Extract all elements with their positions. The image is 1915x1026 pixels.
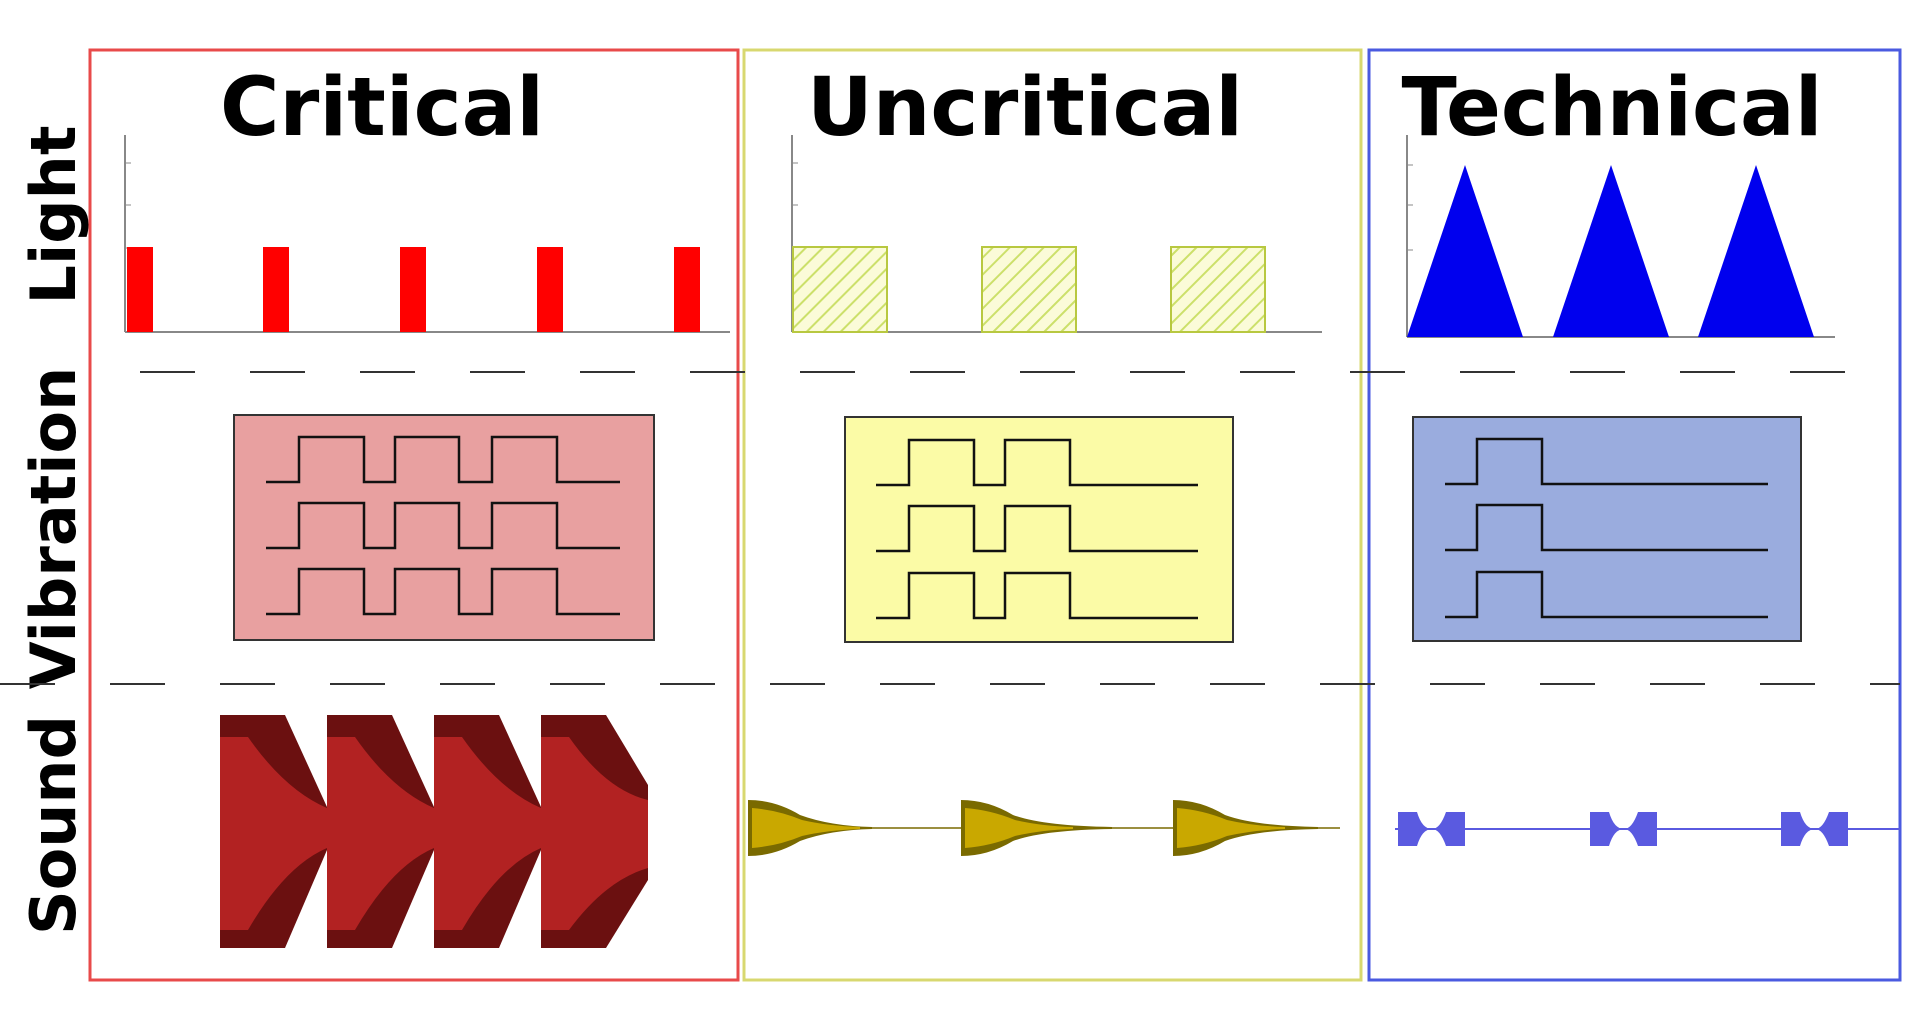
light-pulse — [674, 247, 700, 332]
vibration-waveform — [1445, 570, 1768, 619]
sound-burst — [541, 737, 648, 930]
sound-burst — [434, 737, 541, 930]
column-title-technical: Technical — [1402, 61, 1823, 155]
light-pulse — [981, 246, 1077, 333]
light-critical — [124, 135, 730, 333]
light-pulse — [400, 247, 426, 332]
sound-uncritical — [748, 800, 1340, 856]
light-pulse — [127, 247, 153, 332]
light-triangle — [1553, 165, 1669, 337]
light-pulse — [792, 246, 888, 333]
vibration-box — [233, 414, 655, 641]
vibration-uncritical — [844, 416, 1234, 643]
sound-burst — [752, 808, 860, 848]
sound-burst — [1781, 812, 1848, 846]
light-pulse — [263, 247, 289, 332]
frame-critical — [88, 48, 740, 982]
sound-burst — [220, 737, 327, 930]
light-pulse — [537, 247, 563, 332]
column-title-uncritical: Uncritical — [807, 61, 1243, 155]
vibration-waveform — [266, 501, 620, 550]
vibration-waveform — [266, 435, 620, 484]
row-label-light: Light — [17, 126, 90, 305]
sound-technical — [1395, 812, 1900, 846]
vibration-waveform — [1445, 503, 1768, 552]
light-pulse — [1170, 246, 1266, 333]
vibration-critical — [233, 414, 655, 641]
sound-burst — [327, 737, 434, 930]
vibration-waveform — [876, 438, 1198, 487]
frame-uncritical — [742, 48, 1363, 982]
sound-burst — [1590, 812, 1657, 846]
vibration-waveform — [266, 567, 620, 616]
sound-burst — [1398, 812, 1465, 846]
light-technical — [1406, 135, 1835, 338]
light-triangle — [1698, 165, 1814, 337]
light-uncritical — [791, 135, 1322, 333]
column-title-critical: Critical — [220, 61, 544, 155]
row-label-sound: Sound — [17, 715, 90, 935]
vibration-waveform — [1445, 437, 1768, 486]
vibration-waveform — [876, 504, 1198, 553]
frame-technical — [1367, 48, 1902, 982]
sound-burst — [965, 808, 1073, 848]
sound-critical — [220, 715, 648, 948]
vibration-box — [844, 416, 1234, 643]
light-triangle — [1407, 165, 1523, 337]
sound-burst — [1177, 808, 1285, 848]
vibration-box — [1412, 416, 1802, 642]
row-label-vibration: Vibration — [17, 367, 90, 690]
vibration-waveform — [876, 571, 1198, 620]
vibration-technical — [1412, 416, 1802, 642]
